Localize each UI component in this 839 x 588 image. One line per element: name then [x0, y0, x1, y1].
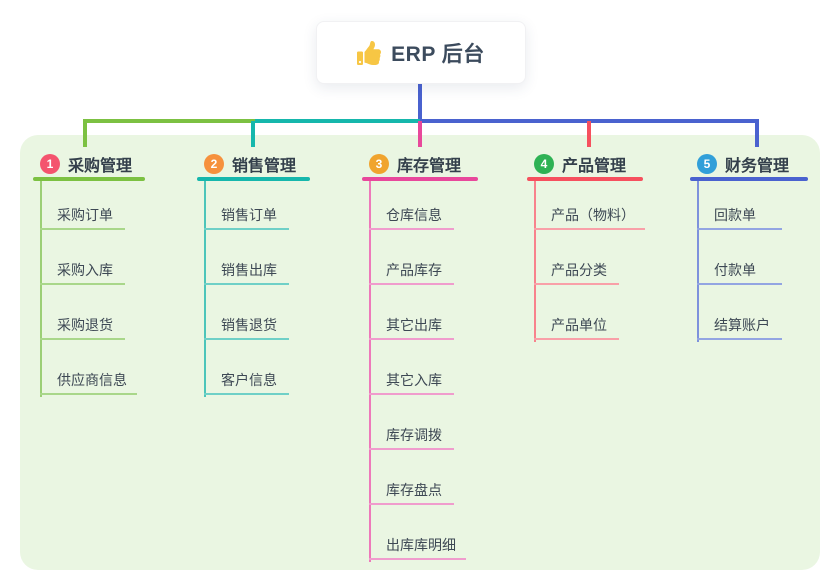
branch-underline — [527, 177, 643, 181]
sub-item[interactable]: 销售退货 — [204, 310, 289, 340]
branch-label: 库存管理 — [397, 158, 462, 175]
branch-trunk-line — [369, 181, 371, 562]
sub-item[interactable]: 产品单位 — [534, 310, 619, 340]
sub-item-label: 库存盘点 — [386, 482, 442, 498]
sub-item-label: 采购退货 — [57, 317, 113, 333]
branch-node-3[interactable]: 3 库存管理 — [369, 152, 461, 176]
sub-item[interactable]: 库存盘点 — [369, 475, 454, 505]
sub-item-label: 产品分类 — [551, 262, 607, 278]
root-node[interactable]: ERP 后台 — [316, 21, 526, 84]
branch-drop-line — [755, 121, 759, 147]
root-connector-line — [418, 82, 422, 123]
sub-item-label: 库存调拨 — [386, 427, 442, 443]
sub-item-label: 采购订单 — [57, 207, 113, 223]
sub-item-label: 供应商信息 — [57, 372, 127, 388]
branch-underline — [362, 177, 478, 181]
sub-item[interactable]: 销售订单 — [204, 200, 289, 230]
branch-number-badge: 2 — [204, 154, 224, 174]
branch-drop-line — [587, 121, 591, 147]
sub-item[interactable]: 采购入库 — [40, 255, 125, 285]
sub-item[interactable]: 出库库明细 — [369, 530, 466, 560]
sub-item-label: 采购入库 — [57, 262, 113, 278]
sub-item-label: 结算账户 — [714, 317, 770, 333]
branch-number-badge: 1 — [40, 154, 60, 174]
branch-trunk-line — [697, 181, 699, 342]
branch-underline — [690, 177, 808, 181]
sub-item-label: 销售出库 — [221, 262, 277, 278]
branch-drop-line — [83, 121, 87, 147]
branch-label: 财务管理 — [725, 158, 790, 175]
sub-item-label: 产品库存 — [386, 262, 442, 278]
sub-item[interactable]: 其它入库 — [369, 365, 454, 395]
sub-item-label: 仓库信息 — [386, 207, 442, 223]
sub-item[interactable]: 销售出库 — [204, 255, 289, 285]
sub-item[interactable]: 库存调拨 — [369, 420, 454, 450]
sub-item[interactable]: 产品库存 — [369, 255, 454, 285]
sub-item[interactable]: 产品（物料） — [534, 200, 645, 230]
sub-item[interactable]: 供应商信息 — [40, 365, 137, 395]
branch-number-badge: 4 — [534, 154, 554, 174]
sub-item[interactable]: 仓库信息 — [369, 200, 454, 230]
sub-item[interactable]: 产品分类 — [534, 255, 619, 285]
branch-underline — [197, 177, 310, 181]
bus-segment-left — [83, 119, 255, 123]
sub-item-label: 销售订单 — [221, 207, 277, 223]
sub-item[interactable]: 客户信息 — [204, 365, 289, 395]
sub-item-label: 出库库明细 — [386, 537, 456, 553]
thumbs-up-icon — [357, 40, 382, 65]
branch-trunk-line — [534, 181, 536, 342]
sub-item-label: 销售退货 — [221, 317, 277, 333]
branch-number-badge: 5 — [697, 154, 717, 174]
sub-item-label: 付款单 — [714, 262, 756, 278]
branches-panel — [20, 135, 820, 570]
branch-drop-line — [418, 121, 422, 147]
branch-trunk-line — [204, 181, 206, 397]
sub-item[interactable]: 付款单 — [697, 255, 782, 285]
branch-label: 采购管理 — [68, 158, 133, 175]
branch-node-4[interactable]: 4 产品管理 — [534, 152, 626, 176]
sub-item[interactable]: 采购订单 — [40, 200, 125, 230]
branch-label: 销售管理 — [232, 158, 297, 175]
branch-underline — [33, 177, 145, 181]
bus-segment-middle — [255, 119, 420, 123]
sub-item[interactable]: 采购退货 — [40, 310, 125, 340]
sub-item-label: 回款单 — [714, 207, 756, 223]
branch-node-5[interactable]: 5 财务管理 — [697, 152, 789, 176]
root-label: ERP 后台 — [391, 42, 485, 66]
branch-drop-line — [251, 121, 255, 147]
sub-item-label: 其它出库 — [386, 317, 442, 333]
branch-label: 产品管理 — [562, 158, 627, 175]
sub-item-label: 产品单位 — [551, 317, 607, 333]
branch-trunk-line — [40, 181, 42, 397]
sub-item-label: 产品（物料） — [551, 207, 635, 223]
sub-item[interactable]: 其它出库 — [369, 310, 454, 340]
sub-item[interactable]: 结算账户 — [697, 310, 782, 340]
sub-item-label: 其它入库 — [386, 372, 442, 388]
sub-item[interactable]: 回款单 — [697, 200, 782, 230]
branch-node-2[interactable]: 2 销售管理 — [204, 152, 296, 176]
sub-item-label: 客户信息 — [221, 372, 277, 388]
branch-node-1[interactable]: 1 采购管理 — [40, 152, 132, 176]
branch-number-badge: 3 — [369, 154, 389, 174]
